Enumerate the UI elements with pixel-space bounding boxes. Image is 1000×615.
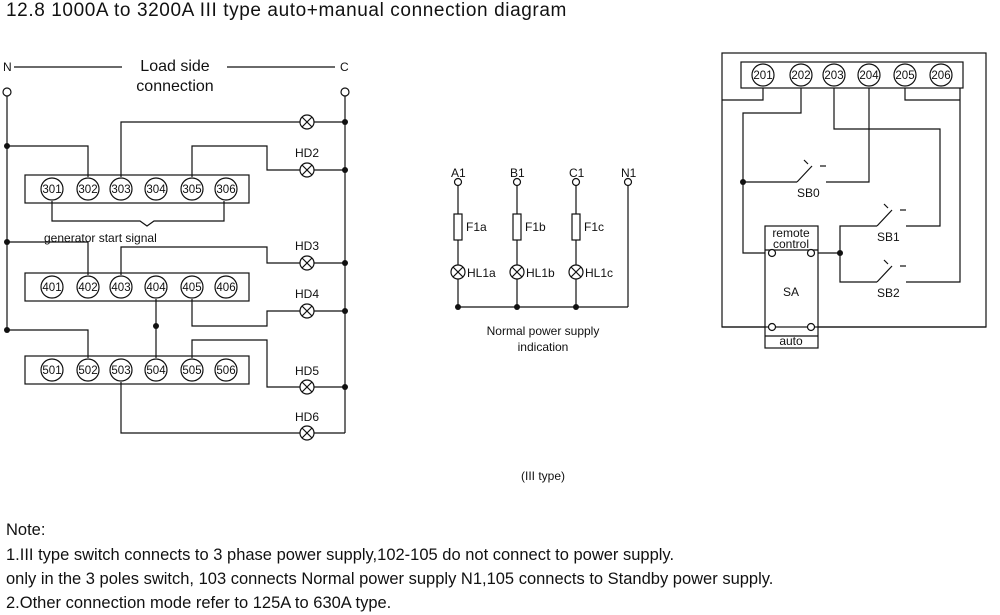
switch-sb1-label: SB1 — [877, 230, 900, 244]
fuse-f1a-label: F1a — [466, 220, 487, 234]
terminal-circle-406 — [214, 275, 238, 299]
terminal-label-406: 406 — [216, 282, 235, 294]
terminal-circle-503 — [109, 358, 133, 382]
note-heading: Note: — [6, 521, 46, 539]
terminal-circle-401 — [40, 275, 64, 299]
sa-label: SA — [783, 285, 799, 299]
terminal-circle-502 — [76, 358, 100, 382]
normal-supply-caption: Normal power supply — [487, 324, 600, 338]
terminal-label-306: 306 — [216, 184, 235, 196]
terminal-circle-402 — [76, 275, 100, 299]
terminal-circle-302 — [76, 177, 100, 201]
terminal-circle-305 — [180, 177, 204, 201]
type-label: (III type) — [521, 469, 565, 483]
terminal-label-403: 403 — [111, 282, 130, 294]
hd4-label: HD4 — [295, 287, 319, 301]
terminal-circle-506 — [214, 358, 238, 382]
lamp-hl1b-label: HL1b — [526, 266, 555, 280]
phase-b1-label: B1 — [510, 166, 525, 180]
phase-n1-label: N1 — [621, 166, 637, 180]
terminal-circle-404 — [144, 275, 168, 299]
terminal-label-502: 502 — [78, 365, 97, 377]
hd3-label: HD3 — [295, 239, 319, 253]
hd6-label: HD6 — [295, 410, 319, 424]
terminal-label-506: 506 — [216, 365, 235, 377]
note-line-2: only in the 3 poles switch, 103 connects… — [6, 570, 774, 588]
sa-auto-label: auto — [779, 334, 803, 348]
diagram-title: 12.8 1000A to 3200A III type auto+manual… — [6, 0, 567, 21]
control-terminal-label-204: 204 — [859, 70, 879, 82]
control-terminal-circle-206 — [929, 63, 953, 87]
terminal-circle-504 — [144, 358, 168, 382]
hd2-label: HD2 — [295, 146, 319, 160]
note-line-3: 2.Other connection mode refer to 125A to… — [6, 594, 392, 612]
load-side-label: Load side — [140, 58, 209, 75]
terminal-label-401: 401 — [42, 282, 61, 294]
control-terminal-label-205: 205 — [895, 70, 914, 82]
terminal-label-501: 501 — [42, 365, 61, 377]
lamp-hl1a-label: HL1a — [467, 266, 496, 280]
note-line-1: 1.III type switch connects to 3 phase po… — [6, 546, 675, 564]
control-terminal-label-201: 201 — [753, 70, 772, 82]
terminal-label-302: 302 — [78, 184, 97, 196]
terminal-circle-501 — [40, 358, 64, 382]
terminal-label-504: 504 — [146, 365, 166, 377]
control-terminal-label-203: 203 — [824, 70, 843, 82]
terminal-label-303: 303 — [111, 184, 130, 196]
terminal-label-304: 304 — [146, 184, 166, 196]
terminal-circle-405 — [180, 275, 204, 299]
terminal-circle-306 — [214, 177, 238, 201]
terminal-label-505: 505 — [182, 365, 201, 377]
terminal-label-301: 301 — [42, 184, 61, 196]
n-label: N — [3, 60, 12, 74]
terminal-label-405: 405 — [182, 282, 201, 294]
switch-sb0-label: SB0 — [797, 186, 820, 200]
phase-c1-label: C1 — [569, 166, 585, 180]
terminal-circle-403 — [109, 275, 133, 299]
terminal-label-503: 503 — [111, 365, 130, 377]
terminal-circle-304 — [144, 177, 168, 201]
right-terminal-group: 201 202 203 204 205 206 — [751, 63, 953, 87]
terminal-circle-301 — [40, 177, 64, 201]
sa-remote-label: remote — [772, 226, 810, 240]
control-terminal-circle-203 — [822, 63, 846, 87]
terminal-label-402: 402 — [78, 282, 97, 294]
sa-control-label: control — [773, 237, 809, 251]
left-terminal-groups: 301 302 303 304 305 306 401 402 403 404 405 406 501 5… — [40, 177, 238, 382]
control-terminal-label-202: 202 — [791, 70, 810, 82]
control-terminal-label-206: 206 — [931, 70, 950, 82]
lamp-hl1c-label: HL1c — [585, 266, 613, 280]
control-terminal-circle-205 — [893, 63, 917, 87]
terminal-circle-303 — [109, 177, 133, 201]
hd5-label: HD5 — [295, 364, 319, 378]
control-terminal-circle-204 — [857, 63, 881, 87]
phase-a1-label: A1 — [451, 166, 466, 180]
generator-start-signal-label: generator start signal — [44, 231, 157, 245]
terminal-label-305: 305 — [182, 184, 201, 196]
connection-label: connection — [136, 78, 213, 95]
indication-caption: indication — [518, 340, 569, 354]
fuse-f1c-label: F1c — [584, 220, 604, 234]
control-terminal-circle-202 — [789, 63, 813, 87]
control-terminal-circle-201 — [751, 63, 775, 87]
terminal-label-404: 404 — [146, 282, 166, 294]
c-label: C — [340, 60, 349, 74]
fuse-f1b-label: F1b — [525, 220, 546, 234]
switch-sb2-label: SB2 — [877, 286, 900, 300]
terminal-circle-505 — [180, 358, 204, 382]
